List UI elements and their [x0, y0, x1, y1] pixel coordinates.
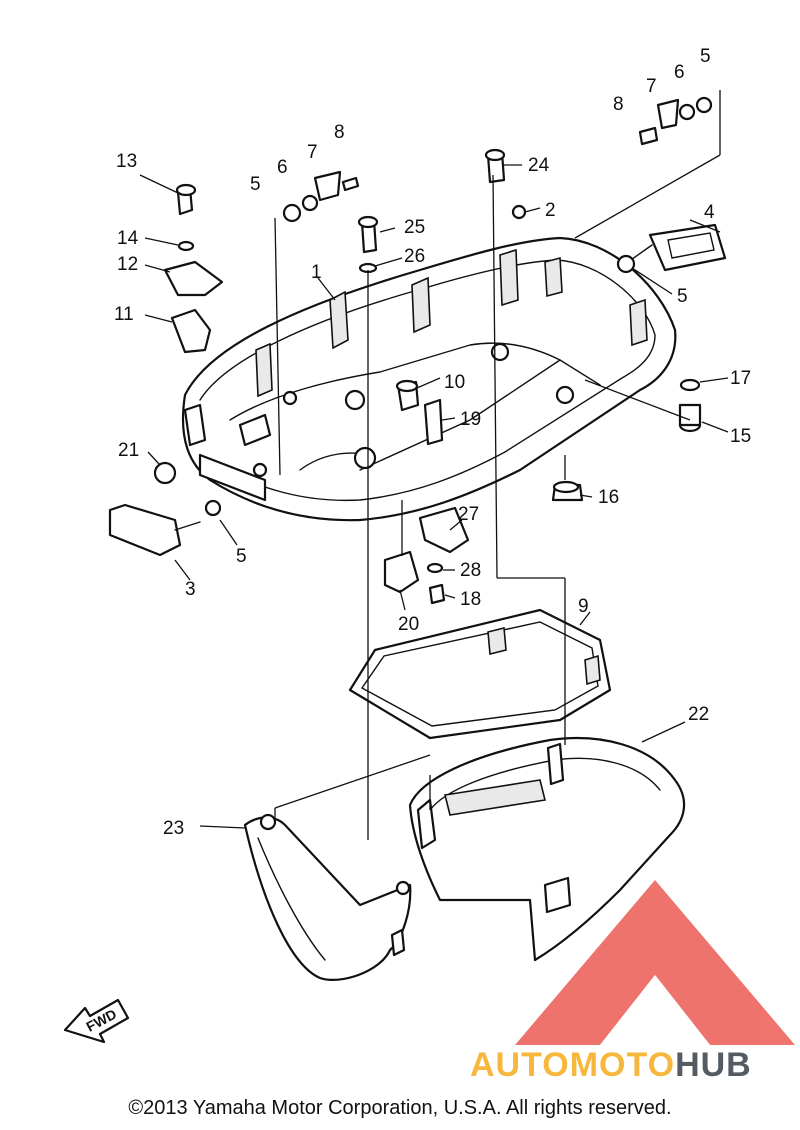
- callout-28: 28: [460, 560, 481, 581]
- seal-frame: [348, 608, 612, 740]
- callout-24: 24: [528, 155, 550, 176]
- callout-25: 25: [404, 217, 425, 238]
- part-12-bracket: [163, 260, 224, 297]
- callout-8b: 8: [334, 122, 345, 143]
- copyright-notice: ©2013 Yamaha Motor Corporation, U.S.A. A…: [128, 1097, 672, 1119]
- small-parts: [108, 96, 727, 605]
- right-lower-cover: [408, 737, 686, 962]
- part-4-pad: [648, 223, 727, 272]
- callout-5c: 5: [677, 286, 688, 307]
- callout-7a: 7: [646, 76, 657, 97]
- callout-26: 26: [404, 246, 425, 267]
- callout-11: 11: [114, 304, 134, 325]
- watermark-part1: AUTOMOTO: [470, 1046, 676, 1084]
- callout-14: 14: [117, 228, 139, 249]
- callout-5d: 5: [236, 546, 247, 567]
- callout-6a: 6: [674, 62, 685, 83]
- callout-27: 27: [458, 504, 479, 525]
- callout-22: 22: [688, 704, 709, 725]
- part-11-grommet: [170, 308, 212, 354]
- callout-15: 15: [730, 426, 751, 447]
- watermark-logo-icon: [515, 880, 795, 1045]
- callout-8a: 8: [613, 94, 624, 115]
- callouts: 1 2 3 4 5 5 5 5 6 6 7 7 8 8 9 10 11 12 1…: [114, 46, 751, 839]
- callout-17: 17: [730, 368, 751, 389]
- callout-18: 18: [460, 589, 481, 610]
- callout-13: 13: [116, 151, 137, 172]
- watermark-part2: HUB: [675, 1046, 752, 1084]
- callout-5a: 5: [700, 46, 711, 67]
- callout-1: 1: [311, 262, 322, 283]
- callout-20: 20: [398, 614, 419, 635]
- left-lower-cover: [243, 813, 412, 981]
- callout-3: 3: [185, 579, 196, 600]
- callout-10: 10: [444, 372, 465, 393]
- callout-5b: 5: [250, 174, 261, 195]
- leader-lines: [139, 90, 729, 840]
- callout-7b: 7: [307, 142, 318, 163]
- callout-23: 23: [163, 818, 184, 839]
- callout-21: 21: [118, 440, 139, 461]
- bottom-cowling: [181, 236, 677, 522]
- callout-9: 9: [578, 596, 589, 617]
- callout-12: 12: [117, 254, 138, 275]
- part-3-pad: [108, 503, 182, 557]
- callout-16: 16: [598, 487, 619, 508]
- callout-4: 4: [704, 202, 715, 223]
- callout-19: 19: [460, 409, 481, 430]
- fwd-arrow-icon: FWD: [63, 998, 130, 1044]
- watermark-text: AUTOMOTOHUB: [470, 1046, 752, 1085]
- callout-6b: 6: [277, 157, 288, 178]
- callout-2: 2: [545, 200, 556, 221]
